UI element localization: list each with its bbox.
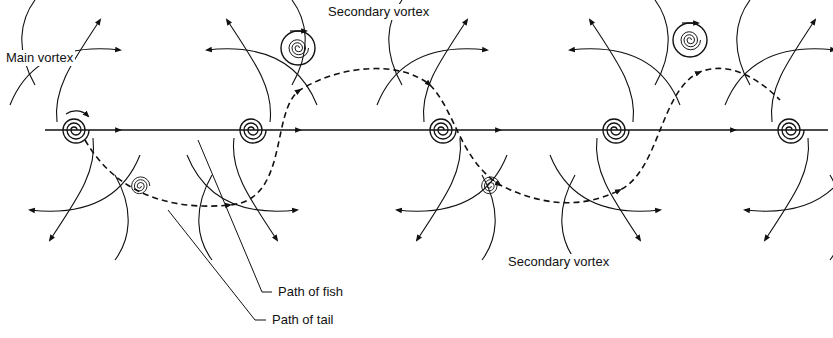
leader-lines <box>168 140 272 320</box>
fish-path-axis <box>45 129 828 131</box>
callout-label: Path of tail <box>270 312 335 328</box>
rotation-arrow <box>290 30 306 31</box>
callout-label: Path of fish <box>276 284 345 300</box>
streamlines <box>10 0 833 260</box>
secondary-vortex-spiral <box>289 40 309 58</box>
main-vortex-spiral <box>63 119 89 143</box>
leader-line <box>198 140 272 292</box>
callout-label: Secondary vortex <box>506 254 611 270</box>
main-vortex-spiral <box>603 119 629 143</box>
main-vortex-spiral <box>240 119 266 143</box>
main-vortex-spiral <box>430 119 456 143</box>
vortex-ring <box>281 31 315 65</box>
callout-label: Secondary vortex <box>326 4 431 20</box>
main-vortices <box>63 111 804 143</box>
secondary-vortex-spiral <box>132 177 150 194</box>
leader-line <box>168 210 266 320</box>
secondary-vortex-spiral <box>482 177 500 194</box>
rotation-arrow <box>682 22 698 23</box>
main-vortex-spiral <box>778 119 804 143</box>
tail-path-dashed <box>85 68 780 206</box>
secondary-vortices <box>132 23 707 194</box>
secondary-vortex-spiral <box>681 32 701 50</box>
rotation-arrow <box>66 111 88 116</box>
vortex-ring <box>673 23 707 57</box>
callout-label: Main vortex <box>4 50 75 66</box>
